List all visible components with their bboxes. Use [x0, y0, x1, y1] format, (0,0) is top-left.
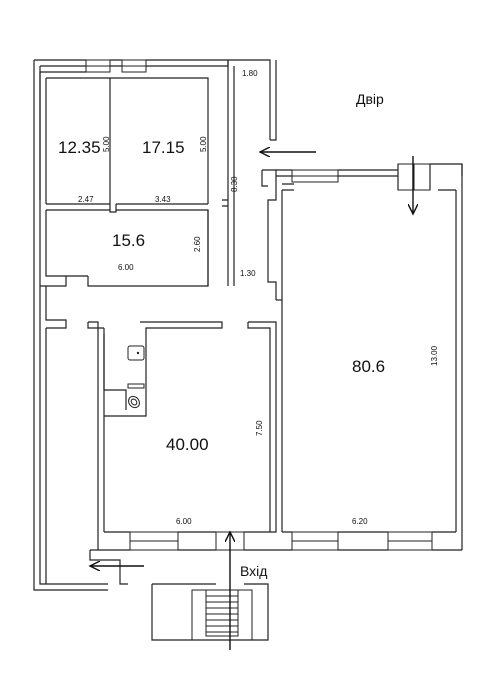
windows — [85, 59, 433, 551]
room-c-bottom-dim: 6.00 — [118, 263, 134, 272]
courtyard-label: Двір — [356, 91, 384, 107]
corridor-top-dim: 1.80 — [242, 69, 258, 78]
room-b-side-dim: 5.00 — [199, 136, 208, 152]
room-c-area: 15.6 — [112, 231, 145, 250]
room-e-area: 80.6 — [352, 357, 385, 376]
corridor-side-dim: 8.30 — [230, 176, 239, 192]
room-a-bottom-dim: 2.47 — [78, 195, 94, 204]
room-a-area: 12.35 — [58, 138, 101, 157]
room-d-side-dim: 7.50 — [255, 420, 264, 436]
room-a-side-dim: 5.00 — [102, 136, 111, 152]
entrance-label: Вхід — [240, 563, 267, 579]
toilet-icon — [128, 395, 140, 409]
bathroom-fixtures — [127, 345, 145, 409]
entrance-stairs — [151, 583, 269, 641]
room-b-bottom-dim: 3.43 — [155, 195, 171, 204]
room-d-area: 40.00 — [166, 435, 209, 454]
interior-walls — [39, 72, 277, 584]
corridor-bottom-dim: 1.30 — [240, 269, 256, 278]
room-c-side-dim: 2.60 — [193, 236, 202, 252]
room-b-area: 17.15 — [142, 138, 185, 157]
room-d-bottom-dim: 6.00 — [176, 517, 192, 526]
outer-walls — [33, 59, 463, 591]
room-e-bottom-dim: 6.20 — [352, 517, 368, 526]
room-e-side-dim: 13.00 — [430, 345, 439, 366]
